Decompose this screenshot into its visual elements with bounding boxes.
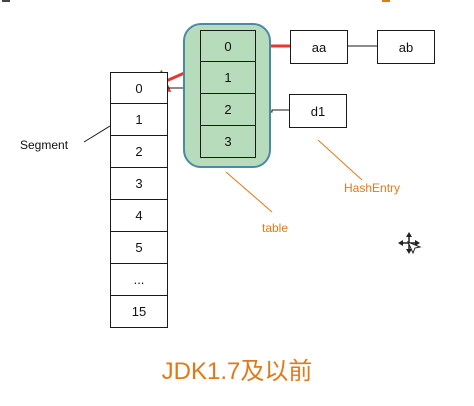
table-cell: 0 [200, 30, 256, 62]
table-cell: 1 [200, 62, 256, 94]
top-cutoff-orange-mark [382, 0, 390, 2]
table-cell: 3 [200, 126, 256, 158]
segment-label: Segment [20, 138, 69, 152]
segment-cell: 4 [110, 200, 168, 232]
segment-label-leader [83, 125, 111, 143]
hash-entry-ab: ab [377, 30, 435, 64]
segment-cell: 1 [110, 104, 168, 136]
segment-cell: 3 [110, 168, 168, 200]
table-label: table [262, 221, 289, 235]
table-cell: 2 [200, 94, 256, 126]
hashentry-label-leader [317, 139, 363, 181]
segment-cell: 5 [110, 232, 168, 264]
caption-title: JDK1.7及以前 [161, 358, 313, 385]
hash-entry-d1: d1 [289, 94, 347, 128]
hash-entry-aa: aa [290, 30, 348, 64]
move-cursor-icon [398, 232, 422, 255]
hashentry-label: HashEntry [344, 181, 401, 195]
top-cutoff-mark [2, 0, 10, 2]
table-label-leader [225, 171, 273, 213]
segment-cell: 2 [110, 136, 168, 168]
segment-cell: 0 [110, 72, 168, 104]
segment-cell: 15 [110, 296, 168, 328]
segment-cell: ... [110, 264, 168, 296]
